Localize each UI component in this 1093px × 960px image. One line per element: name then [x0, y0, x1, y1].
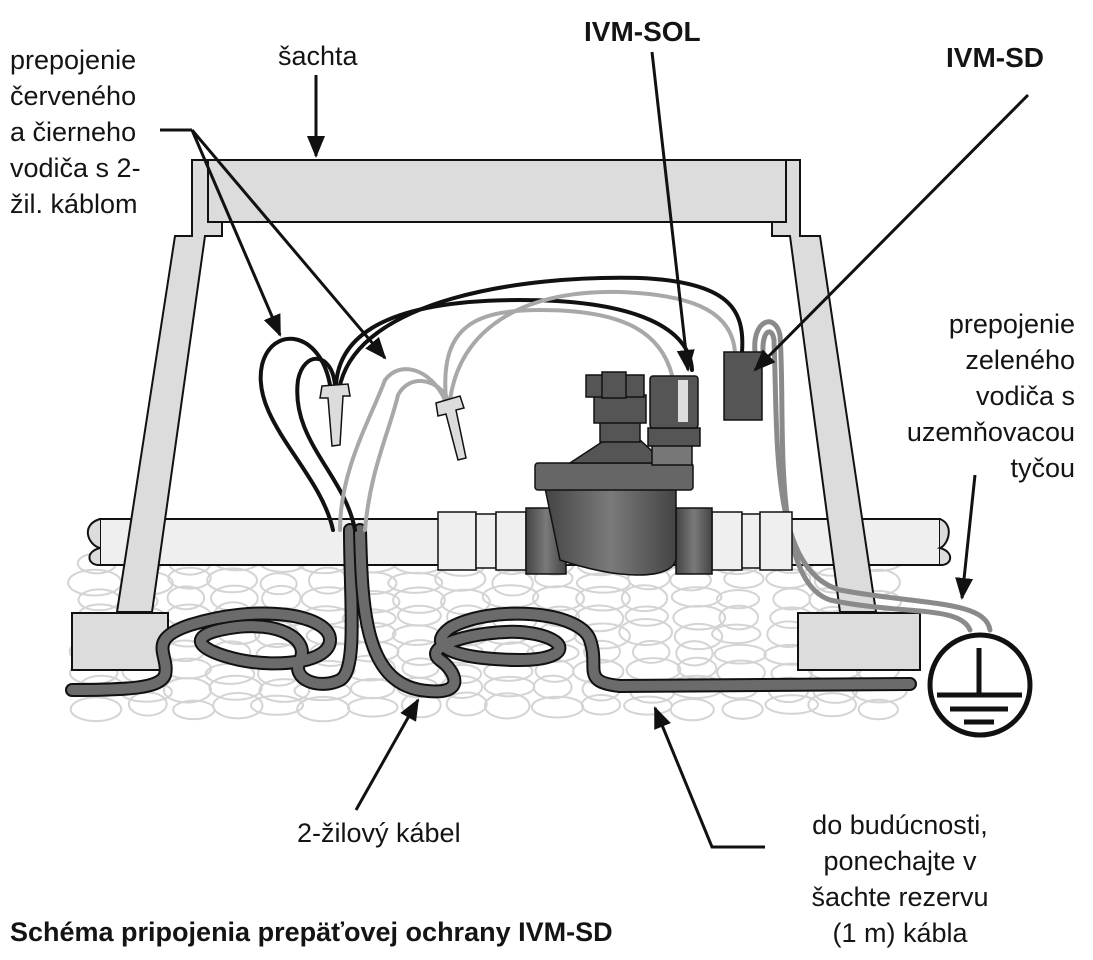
label-reserve-note: do budúcnosti, ponechajte v šachte rezer…: [760, 807, 1040, 951]
gravel-pebble: [259, 572, 298, 596]
ground-symbol-icon: [927, 632, 1033, 738]
gravel-pebble: [673, 622, 724, 651]
gravel-pebble: [172, 699, 216, 721]
gravel-pebble: [346, 696, 399, 718]
two-wire-cable: [65, 523, 917, 699]
label-line: prepojenie: [948, 309, 1075, 339]
label-wire-connection: prepojenie červeného a čierneho vodiča s…: [10, 42, 141, 222]
surge-device-ivm-sd: [723, 351, 763, 421]
gravel-pebble: [575, 585, 631, 612]
gravel-pebble: [445, 691, 488, 717]
arrow-reserve: [653, 706, 765, 849]
gravel-pebble: [582, 639, 621, 664]
gravel-pebble: [208, 674, 263, 701]
gravel-pebble: [715, 589, 761, 610]
gravel-pebble: [857, 698, 899, 721]
arrow-two-wire-cable: [354, 698, 420, 811]
valve: [437, 371, 793, 576]
gravel-pebble: [532, 674, 573, 700]
gravel-pebble: [392, 586, 446, 614]
gravel-pebble: [258, 678, 311, 703]
gravel-pebble: [721, 698, 764, 720]
valve-box: [71, 159, 921, 671]
gravel-pebble: [711, 623, 762, 645]
label-line: žil. káblom: [10, 189, 138, 219]
arrow-ground: [955, 474, 977, 600]
gravel-pebble: [764, 694, 819, 715]
gravel-pebble: [807, 692, 857, 718]
arrow-ivm-sol: [650, 51, 695, 372]
gravel-pebble: [713, 643, 767, 665]
gravel-pebble: [483, 692, 531, 720]
label-two-wire-cable: 2-žilový kábel: [297, 818, 461, 848]
gravel-pebble: [625, 657, 682, 683]
gravel-pebble: [396, 604, 442, 627]
label-line: (1 m) kábla: [832, 918, 968, 948]
label-line: vodiča s: [975, 381, 1075, 411]
wire-connector-1: [319, 383, 351, 447]
gravel-pebble: [167, 566, 212, 590]
gravel-pebble: [166, 585, 206, 611]
gravel-pebble: [206, 567, 259, 594]
gravel-pebble: [669, 698, 715, 722]
gravel-pebble: [69, 696, 123, 723]
label-shaft: šachta: [278, 41, 358, 71]
gravel-pebble: [618, 618, 674, 646]
label-line: vodiča s 2-: [10, 153, 141, 183]
gravel-pebble: [530, 695, 585, 719]
gravel-pebble: [675, 640, 714, 667]
gravel-pebble: [624, 605, 669, 627]
label-line: zeleného: [965, 345, 1075, 375]
gravel-pebble: [387, 571, 444, 594]
gravel-pebble: [580, 694, 622, 716]
solenoid-ivm-sol: [649, 375, 699, 429]
gravel-pebble: [491, 569, 534, 597]
label-line: do budúcnosti,: [812, 810, 988, 840]
label-line: tyčou: [1010, 453, 1075, 483]
arrow-connector-gray: [190, 129, 387, 360]
callout-lines: [160, 51, 1030, 849]
gravel-pebble: [676, 656, 718, 680]
arrow-connector-black: [190, 129, 282, 337]
label-ground-connection: prepojenie zeleného vodiča s uzemňovacou…: [907, 306, 1075, 486]
label-line: červeného: [10, 81, 137, 111]
gravel-pebble: [620, 584, 669, 613]
gravel-pebble: [212, 691, 264, 720]
label-line: prepojenie: [10, 45, 137, 75]
label-line: uzemňovacou: [906, 417, 1075, 447]
gravel-pebble: [249, 694, 304, 716]
label-line: šachte rezervu: [811, 882, 989, 912]
gravel-pebble: [631, 639, 671, 664]
arrow-ivm-sd: [753, 93, 1030, 372]
gravel-pebble: [532, 585, 586, 612]
label-ivm-sd: IVM-SD: [946, 42, 1044, 73]
gravel-pebble: [127, 691, 168, 717]
label-line: a čierneho: [10, 117, 137, 147]
gravel-pebble: [573, 622, 631, 650]
diagram-title: Schéma pripojenia prepäťovej ochrany IVM…: [10, 917, 613, 947]
gravel-pebble: [718, 604, 760, 631]
gravel-pebble: [672, 604, 727, 631]
gravel-pebble: [623, 695, 673, 716]
label-line: ponechajte v: [823, 846, 977, 876]
gravel-pebble: [723, 568, 765, 589]
wire-connector-2: [435, 395, 467, 461]
label-ivm-sol: IVM-SOL: [584, 16, 701, 47]
